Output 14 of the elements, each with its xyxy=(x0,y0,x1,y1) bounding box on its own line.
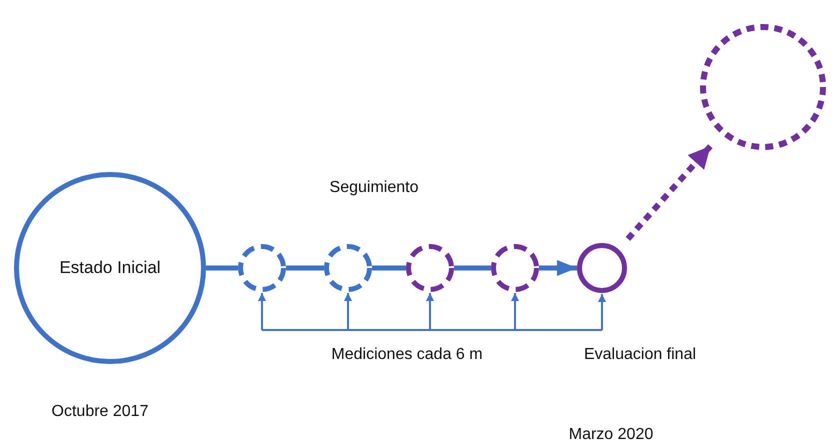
arrow xyxy=(258,293,266,330)
bracket-line xyxy=(262,329,602,331)
arrow xyxy=(539,260,577,276)
arrow xyxy=(598,294,606,330)
arrow xyxy=(344,293,352,330)
arrow xyxy=(426,293,434,330)
text-label: Marzo 2020 xyxy=(568,426,654,444)
text-label: Octubre 2017 xyxy=(52,403,148,421)
text-label: Seguimiento xyxy=(330,179,418,197)
arrow xyxy=(511,293,519,330)
text-label: Evaluacion final xyxy=(584,346,696,364)
arrow xyxy=(626,144,713,241)
node-label: Estado Inicial xyxy=(59,258,161,278)
text-label: Mediciones cada 6 m xyxy=(331,346,483,364)
